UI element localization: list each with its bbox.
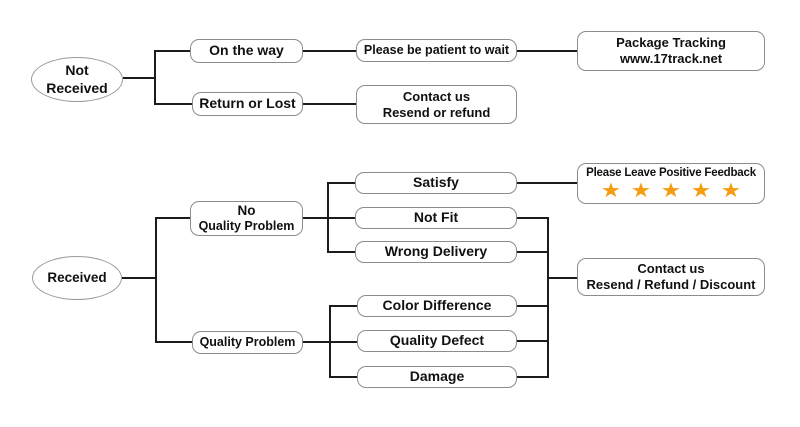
node-label: Damage [409, 368, 465, 385]
node-label: Resend or refund [382, 104, 491, 120]
connector [517, 251, 549, 253]
connector [517, 217, 549, 219]
node-label: Quality Problem [198, 219, 295, 234]
connector [154, 50, 156, 105]
connector [122, 277, 157, 279]
connector [517, 182, 577, 184]
star-icon: ★ [720, 180, 741, 202]
node-label: Satisfy [413, 174, 459, 191]
connector [517, 340, 549, 342]
node-quality-problem: Quality Problem [192, 331, 303, 354]
node-package-tracking: Package Tracking www.17track.net [577, 31, 765, 71]
connector [547, 277, 577, 279]
connector [517, 376, 549, 378]
node-label: Resend / Refund / Discount [586, 277, 756, 292]
star-icon: ★ [690, 180, 712, 202]
node-received: Received [32, 256, 122, 300]
node-contact-discount: Contact us Resend / Refund / Discount [577, 258, 765, 296]
node-wrong-delivery: Wrong Delivery [355, 241, 517, 263]
connector [303, 50, 356, 52]
connector [327, 182, 356, 184]
node-label: Quality Defect [389, 332, 485, 349]
node-no-quality-problem: No Quality Problem [190, 201, 303, 236]
star-icon: ★ [601, 180, 622, 202]
node-label: Quality Problem [199, 334, 296, 349]
connector [155, 217, 191, 219]
node-label: Color Difference [382, 297, 492, 314]
star-rating: ★ ★ ★ ★ ★ [598, 181, 743, 201]
connector [517, 305, 549, 307]
node-label: Please be patient to wait [363, 42, 510, 57]
node-label: Not [65, 62, 89, 79]
node-label: Package Tracking [616, 35, 726, 51]
node-satisfy: Satisfy [355, 172, 517, 194]
connector [123, 77, 156, 79]
node-label: Return or Lost [199, 95, 296, 112]
connector [327, 251, 356, 253]
node-label: Contact us [402, 88, 471, 104]
node-label: Contact us [637, 261, 705, 277]
node-damage: Damage [357, 366, 517, 388]
connector [329, 305, 358, 307]
node-color-difference: Color Difference [357, 295, 517, 317]
node-contact-resend-refund: Contact us Resend or refund [356, 85, 517, 124]
node-be-patient: Please be patient to wait [356, 39, 517, 62]
node-on-the-way: On the way [190, 39, 303, 63]
node-label: www.17track.net [619, 51, 723, 66]
connector [327, 217, 356, 219]
connector [329, 376, 358, 378]
connector [303, 341, 331, 343]
node-quality-defect: Quality Defect [357, 330, 517, 352]
star-icon: ★ [630, 180, 652, 202]
connector [155, 217, 157, 343]
node-label: On the way [209, 42, 284, 59]
connector [329, 341, 358, 343]
connector [154, 50, 192, 52]
node-not-received: Not Received [31, 57, 123, 102]
connector [517, 50, 577, 52]
connector [547, 217, 549, 378]
node-label: Please Leave Positive Feedback [586, 166, 756, 179]
node-label: No [237, 202, 256, 218]
node-not-fit: Not Fit [355, 207, 517, 229]
connector [155, 341, 193, 343]
node-label: Not Fit [413, 209, 459, 226]
node-positive-feedback: Please Leave Positive Feedback ★ ★ ★ ★ ★ [577, 163, 765, 204]
connector [303, 217, 329, 219]
connector [154, 103, 194, 105]
star-icon: ★ [660, 180, 682, 202]
connector [303, 103, 356, 105]
node-label: Wrong Delivery [384, 243, 488, 260]
node-label: Received [47, 269, 107, 285]
node-label: Received [46, 79, 108, 96]
node-return-or-lost: Return or Lost [192, 92, 303, 116]
